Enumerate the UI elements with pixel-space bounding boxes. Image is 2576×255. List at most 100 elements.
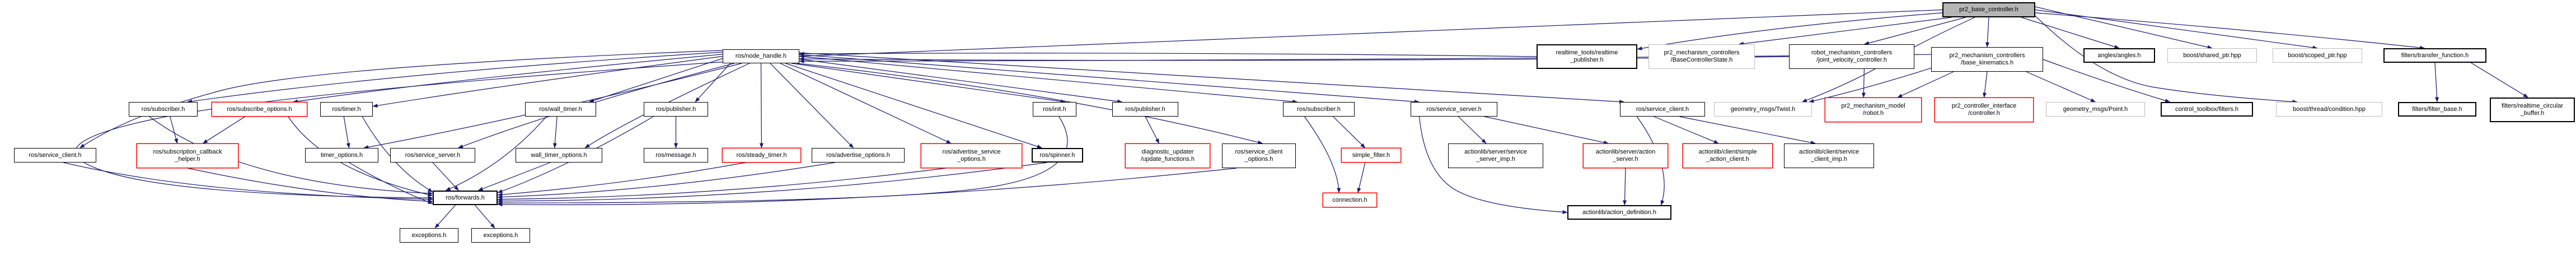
node-service-server1[interactable]: ros/service_server.h bbox=[390, 148, 475, 163]
node-service-server-imp[interactable]: actionlib/server/service_server_imp.h bbox=[1448, 143, 1543, 168]
edge-node-handle-to-subscriber1 bbox=[187, 52, 723, 104]
node-timer-options[interactable]: timer_options.h bbox=[305, 148, 378, 163]
node-exceptions2[interactable]: exceptions.h bbox=[471, 228, 530, 243]
node-filter-base[interactable]: filters/filter_base.h bbox=[2398, 102, 2476, 117]
edge-sub-callback-helper-to-forwards bbox=[187, 168, 433, 203]
node-angles[interactable]: angles/angles.h bbox=[2083, 48, 2155, 63]
node-label: diagnostic_updater bbox=[1141, 149, 1194, 155]
node-service-client1[interactable]: ros/service_client.h bbox=[14, 148, 96, 163]
edge-node-handle-to-service-client-options bbox=[797, 63, 1263, 145]
node-shared-ptr[interactable]: boost/shared_ptr.hpp bbox=[2167, 48, 2257, 63]
node-node-handle[interactable]: ros/node_handle.h bbox=[723, 49, 799, 63]
node-label: ros/subscriber.h bbox=[1297, 105, 1341, 113]
node-sub-callback-helper[interactable]: ros/subscription_callback_helper.h bbox=[137, 143, 238, 168]
node-subscriber1[interactable]: ros/subscriber.h bbox=[129, 102, 198, 117]
node-init[interactable]: ros/init.h bbox=[1033, 102, 1076, 117]
node-label: actionlib/server/action bbox=[1595, 149, 1656, 155]
node-base-controller-state[interactable]: pr2_mechanism_controllers/BaseController… bbox=[1648, 44, 1755, 69]
edge-service-client2-to-service-client-imp bbox=[1679, 116, 1816, 145]
node-spinner[interactable]: ros/spinner.h bbox=[1032, 148, 1083, 163]
node-condition[interactable]: boost/thread/condition.hpp bbox=[2276, 102, 2382, 117]
node-label: _server_imp.h bbox=[1476, 156, 1515, 163]
node-label: _publisher.h bbox=[1570, 57, 1604, 63]
node-transfer-function[interactable]: filters/transfer_function.h bbox=[2383, 48, 2486, 63]
node-label: _helper.h bbox=[175, 156, 200, 163]
node-base-kinematics[interactable]: pr2_mechanism_controllers/base_kinematic… bbox=[1931, 47, 2043, 72]
node-label: exceptions.h bbox=[411, 231, 447, 239]
node-label: boost/scoped_ptr.hpp bbox=[2288, 52, 2347, 59]
edge-node-handle-to-steady-timer bbox=[759, 63, 764, 149]
edge-service-client1-to-forwards bbox=[63, 162, 433, 201]
edge-node-handle-to-publisher2 bbox=[799, 58, 1123, 104]
edge-node-handle-to-advertise-options bbox=[770, 63, 854, 149]
edge-node-handle-to-adv-service-options bbox=[780, 63, 952, 144]
node-label: ros/subscription_callback bbox=[153, 149, 222, 155]
node-update-functions[interactable]: diagnostic_updater/update_functions.h bbox=[1125, 143, 1210, 168]
node-subscriber2[interactable]: ros/subscriber.h bbox=[1283, 102, 1355, 117]
edge-service-server2-to-action-server bbox=[1484, 116, 1609, 145]
node-label: ros/spinner.h bbox=[1039, 151, 1075, 159]
edge-base-kinematics-to-point bbox=[2026, 71, 2096, 103]
edge-node-handle-to-service-server2 bbox=[799, 54, 1420, 104]
node-label: actionlib/server/service bbox=[1464, 149, 1527, 155]
node-label: ros/forwards.h bbox=[446, 194, 485, 201]
node-label: ros/service_client.h bbox=[1636, 105, 1689, 113]
node-label: control_toolbox/filters.h bbox=[2175, 105, 2239, 113]
node-label: ros/service_client bbox=[1235, 149, 1283, 155]
edge-root-to-transfer-function bbox=[2035, 12, 2425, 50]
edge-root-to-condition bbox=[2035, 15, 2298, 104]
node-action-definition[interactable]: actionlib/action_definition.h bbox=[1567, 205, 1671, 220]
node-subscribe-options[interactable]: ros/subscribe_options.h bbox=[212, 102, 307, 117]
node-exceptions1[interactable]: exceptions.h bbox=[400, 228, 458, 243]
node-label: _action_client.h bbox=[1706, 156, 1749, 163]
node-adv-service-options[interactable]: ros/advertise_service_options.h bbox=[921, 143, 1022, 168]
edge-service-server2-to-action-definition bbox=[1418, 116, 1568, 214]
node-service-client-options[interactable]: ros/service_client_options.h bbox=[1222, 143, 1296, 168]
node-connection[interactable]: connection.h bbox=[1323, 193, 1377, 207]
edge-wall-timer-to-wall-timer-options bbox=[552, 116, 558, 149]
edge-root-to-realtime-publisher bbox=[1637, 12, 1943, 50]
node-timer[interactable]: ros/timer.h bbox=[320, 102, 373, 117]
node-wall-timer-options[interactable]: wall_timer_options.h bbox=[516, 148, 602, 163]
node-joint-velocity[interactable]: robot_mechanism_controllers/joint_veloci… bbox=[1789, 44, 1914, 69]
edge-joint-velocity-to-robot bbox=[1861, 68, 1866, 98]
node-publisher2[interactable]: ros/publisher.h bbox=[1112, 102, 1178, 117]
node-message[interactable]: ros/message.h bbox=[644, 148, 708, 163]
node-robot[interactable]: pr2_mechanism_model/robot.h bbox=[1825, 98, 1922, 122]
node-service-server2[interactable]: ros/service_server.h bbox=[1411, 102, 1497, 117]
node-service-client2[interactable]: ros/service_client.h bbox=[1620, 102, 1705, 117]
edge-subscriber1-to-sub-callback-helper bbox=[170, 116, 178, 144]
edge-subscribe-options-to-sub-callback-helper bbox=[202, 116, 246, 144]
edge-node-handle-to-forwards bbox=[74, 61, 723, 200]
node-control-filters[interactable]: control_toolbox/filters.h bbox=[2161, 102, 2253, 117]
node-wall-timer[interactable]: ros/wall_timer.h bbox=[525, 102, 596, 117]
node-label: geometry_msgs/Twist.h bbox=[1730, 105, 1796, 113]
node-scoped-ptr[interactable]: boost/scoped_ptr.hpp bbox=[2273, 48, 2362, 63]
edge-node-handle-to-wall-timer bbox=[588, 58, 723, 103]
node-forwards[interactable]: ros/forwards.h bbox=[433, 191, 498, 205]
node-label: timer_options.h bbox=[320, 151, 363, 159]
node-label: /robot.h bbox=[1862, 110, 1884, 117]
node-simple-action-client[interactable]: actionlib/client/simple_action_client.h bbox=[1683, 143, 1773, 168]
node-action-server[interactable]: actionlib/server/action_server.h bbox=[1583, 143, 1668, 168]
edge-publisher2-to-update-functions bbox=[1145, 116, 1160, 144]
edge-node-handle-to-subscribe-options bbox=[292, 54, 723, 104]
node-label: wall_timer_options.h bbox=[531, 151, 587, 159]
node-label: ros/init.h bbox=[1043, 105, 1066, 113]
edge-advertise-options-to-forwards bbox=[497, 162, 835, 199]
node-steady-timer[interactable]: ros/steady_timer.h bbox=[722, 148, 801, 163]
edge-root-to-base-controller-state bbox=[1739, 17, 1952, 46]
node-advertise-options[interactable]: ros/advertise_options.h bbox=[812, 148, 905, 163]
node-label: ros/publisher.h bbox=[655, 105, 696, 113]
node-label: robot_mechanism_controllers bbox=[1811, 49, 1893, 56]
node-simple-filter[interactable]: simple_filter.h bbox=[1341, 148, 1401, 163]
node-publisher1[interactable]: ros/publisher.h bbox=[644, 102, 708, 117]
node-service-client-imp[interactable]: actionlib/client/service_client_imp.h bbox=[1784, 143, 1874, 168]
node-point[interactable]: geometry_msgs/Point.h bbox=[2046, 102, 2145, 117]
node-controller[interactable]: pr2_controller_interface/controller.h bbox=[1935, 98, 2034, 122]
node-twist[interactable]: geometry_msgs/Twist.h bbox=[1714, 102, 1812, 117]
node-realtime-publisher[interactable]: realtime_tools/realtime_publisher.h bbox=[1537, 44, 1637, 69]
node-circular-buffer[interactable]: filters/realtime_circular_buffer.h bbox=[2490, 98, 2575, 122]
